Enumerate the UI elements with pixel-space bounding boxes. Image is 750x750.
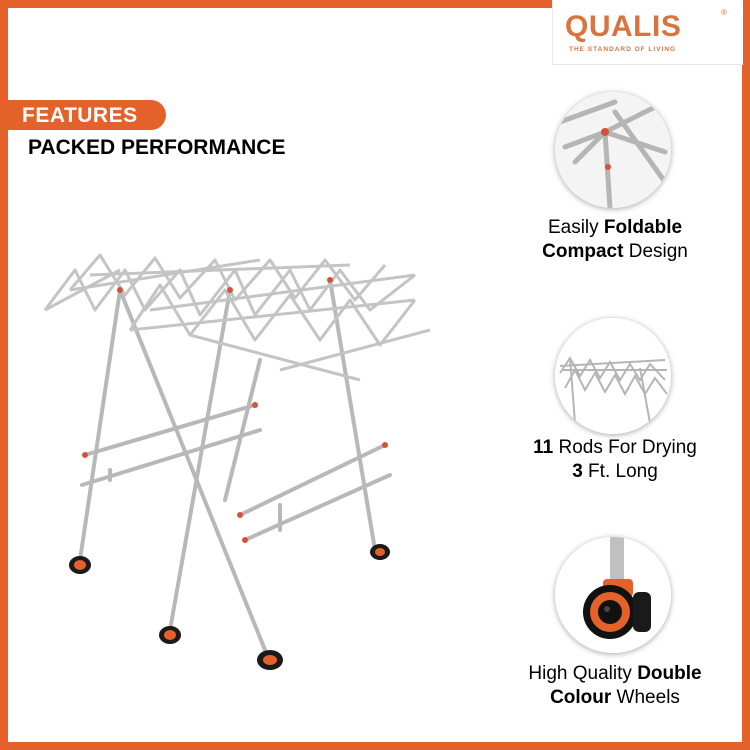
caption-line-1: Easily Foldable — [500, 216, 730, 240]
caption-line-2: 3 Ft. Long — [500, 460, 730, 484]
feature-rods-caption: 11 Rods For Drying 3 Ft. Long — [500, 436, 730, 484]
feature-foldable-caption: Easily Foldable Compact Design — [500, 216, 730, 264]
caption-line-2: Colour Wheels — [500, 686, 730, 710]
caption-line-2: Compact Design — [500, 240, 730, 264]
wheel-icon — [555, 537, 671, 653]
caption-text: Easily — [547, 217, 604, 238]
features-tag: FEATURES — [22, 104, 138, 127]
caption-text: Wheels — [611, 687, 680, 708]
feature-wheels-image — [555, 537, 671, 653]
folding-joint-icon — [555, 92, 671, 208]
caption-text: Rods For Drying — [553, 437, 697, 458]
caption-bold: Colour — [550, 687, 612, 708]
caption-bold: 11 — [533, 437, 554, 458]
feature-wheels-caption: High Quality Double Colour Wheels — [500, 662, 730, 710]
caption-line-1: 11 Rods For Drying — [500, 436, 730, 460]
page-title: PACKED PERFORMANCE — [28, 136, 286, 159]
caption-bold: 3 — [572, 461, 583, 482]
feature-rods-image — [555, 318, 671, 434]
caption-bold: Compact — [542, 241, 624, 262]
feature-foldable-image — [555, 92, 671, 208]
caption-line-1: High Quality Double — [500, 662, 730, 686]
brand-name: QUALIS — [565, 10, 682, 43]
brand-logo: QUALIS ® THE STANDARD OF LIVING — [552, 0, 743, 65]
caption-bold: Foldable — [603, 217, 683, 238]
caption-bold: Double — [637, 663, 702, 684]
caption-text: High Quality — [528, 663, 638, 684]
features-tag-background — [8, 100, 166, 130]
caption-text: Ft. Long — [582, 461, 658, 482]
drying-stand-illustration — [43, 253, 431, 670]
brand-tagline: THE STANDARD OF LIVING — [569, 46, 677, 53]
drying-rods-icon — [555, 318, 671, 434]
caption-text: Design — [623, 241, 688, 262]
registered-mark: ® — [721, 8, 727, 17]
